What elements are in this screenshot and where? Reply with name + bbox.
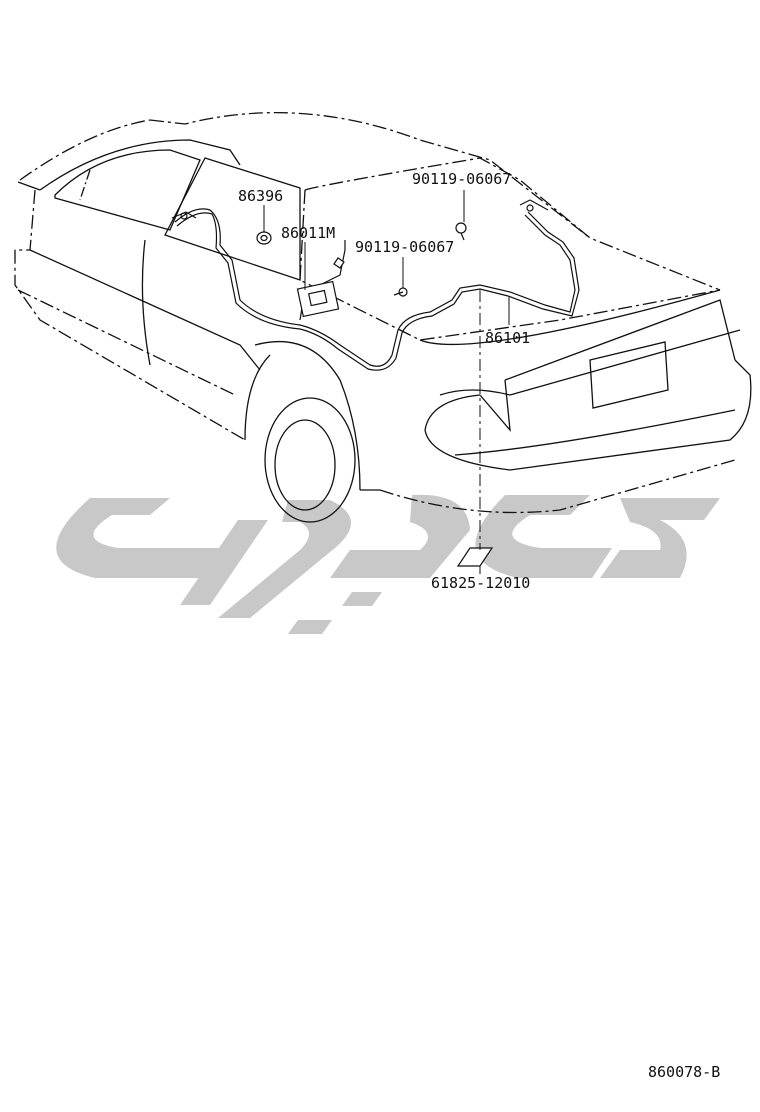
parts-drawings xyxy=(256,222,494,567)
diagram-reference-code: 860078-B xyxy=(648,1063,721,1081)
callout-86396: 86396 xyxy=(238,187,284,205)
car-outline xyxy=(14,112,752,523)
watermark-logo xyxy=(56,494,720,634)
callout-86101: 86101 xyxy=(485,329,531,347)
callout-61825: 61825-12010 xyxy=(431,574,531,592)
callout-86011m: 86011M xyxy=(281,224,336,242)
callout-90119-upper: 90119-06067 xyxy=(412,170,512,188)
leader-lines xyxy=(263,190,510,574)
callout-90119-lower: 90119-06067 xyxy=(355,238,455,256)
